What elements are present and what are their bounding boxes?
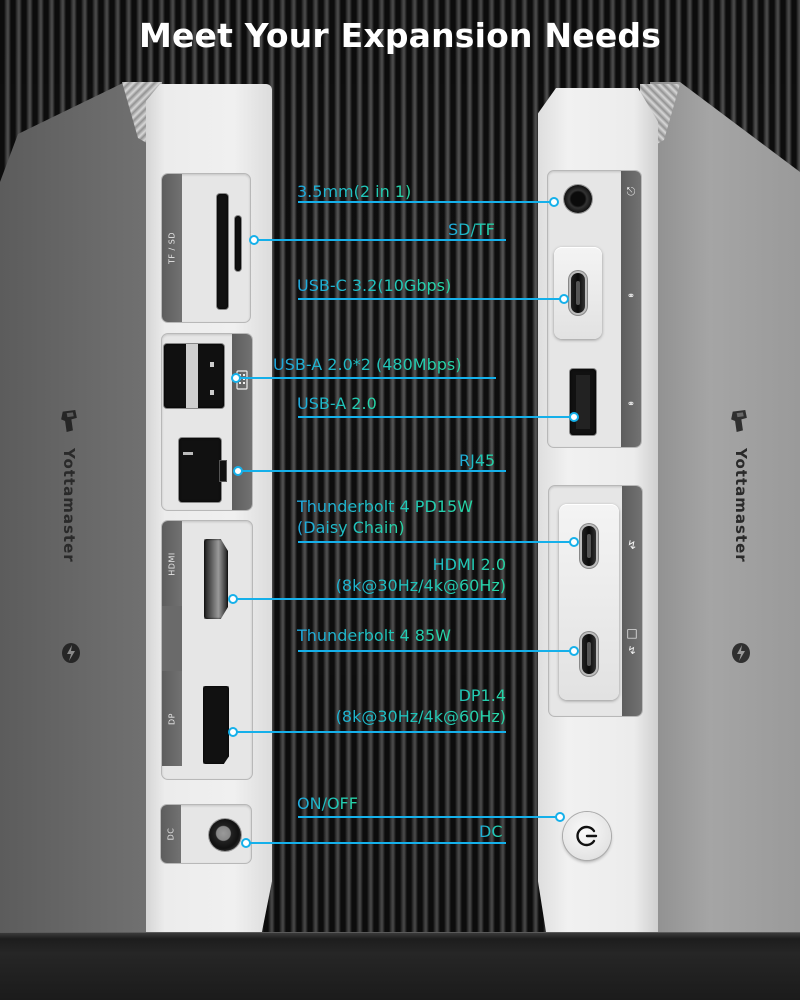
callout-usba-dual-dot [231,373,241,383]
hdmi-label: HDMI [167,551,177,576]
dp-tab: DP [162,671,182,766]
callout-hdmi-sublabel: (8k@30Hz/4k@60Hz) [296,576,506,595]
callout-usbc-label: USB-C 3.2(10Gbps) [297,276,452,295]
usb-keyboard-tab [232,334,252,510]
dc-panel-label: DC [166,827,176,841]
callout-dc-label: DC [479,822,503,841]
displayport-port[interactable] [203,686,229,764]
usb-c-10gbps-port[interactable] [571,273,585,313]
callout-tb4-pd15w-label: Thunderbolt 4 PD15W [297,497,473,516]
dp-label: DP [167,712,177,725]
callout-usba-dual-line [236,377,496,379]
thunderbolt-4-85w-port[interactable] [582,634,596,674]
callout-audio-dot [549,197,559,207]
callout-hdmi-line [233,598,506,600]
callout-dp-dot [228,727,238,737]
callout-dc-line [246,842,506,844]
callout-rj45-label: RJ45 [459,451,496,470]
callout-tb4-85w-label: Thunderbolt 4 85W [297,626,451,645]
thunderbolt-icons-tab: ↯ □ ↯ [622,486,642,716]
card-reader-tab: TF / SD [162,174,182,322]
audio-jack-port[interactable] [564,185,592,213]
right-device-side-panel [650,82,800,932]
thunderbolt-4-pd15w-port[interactable] [582,526,596,566]
callout-usba-line [298,416,574,418]
callout-hdmi-label: HDMI 2.0 [394,555,506,574]
left-device-side-panel [0,82,160,932]
power-icon [576,825,598,847]
callout-dp-line [233,731,506,733]
callout-usba-dual-label: USB-A 2.0*2 (480Mbps) [273,355,462,374]
usb-a-dual-port[interactable] [164,344,224,408]
callout-audio-label: 3.5mm(2 in 1) [297,182,412,201]
usb-a-port[interactable] [570,369,596,435]
card-reader-panel: TF / SD [161,173,251,323]
callout-audio-line [298,201,554,203]
headline: Meet Your Expansion Needs [138,16,662,55]
callout-rj45-line [238,470,506,472]
headset-icon: ⎋ [626,185,636,198]
callout-power-label: ON/OFF [297,794,358,813]
callout-tb4-pd15w-dot [569,537,579,547]
callout-usba-label: USB-A 2.0 [297,394,377,413]
hdmi-tab: HDMI [162,521,182,606]
port-icons-tab: ⎋ ⚭ ⚭ [621,171,641,447]
callout-dp-sublabel: (8k@30Hz/4k@60Hz) [296,707,506,726]
dc-power-jack[interactable] [209,819,241,851]
right-brand-block: Yottamaster [726,410,756,670]
dc-tab: DC [161,805,181,863]
floor-base [0,932,800,1000]
callout-sd-tf-label: SD/TF [448,220,495,239]
callout-power-dot [555,812,565,822]
callout-tb4-pd15w-sublabel: (Daisy Chain) [297,518,405,537]
left-brand-block: Yottamaster [56,410,86,670]
thunderbolt-certified-icon [732,643,750,663]
callout-power-line [298,816,560,818]
rj45-port[interactable] [179,438,227,502]
sd-card-slot[interactable] [217,194,228,309]
callout-sd-tf-dot [249,235,259,245]
callout-rj45-dot [233,466,243,476]
tf-card-slot[interactable] [235,216,241,271]
callout-dc-dot [241,838,251,848]
dc-panel: DC [160,804,252,864]
yottamaster-logo-icon [61,410,77,432]
usb-rj45-panel [161,333,253,511]
callout-usba-dot [569,412,579,422]
callout-sd-tf-line [254,239,506,241]
callout-dp-label: DP1.4 [394,686,506,705]
usb-c-raised-bezel [554,247,602,339]
callout-hdmi-dot [228,594,238,604]
callout-tb4-85w-dot [569,646,579,656]
video-out-panel: HDMI DP [161,520,253,780]
thunderbolt-certified-icon [62,643,80,663]
usb-10gbps-icon: ⚭ [626,399,636,410]
card-reader-label: TF / SD [167,231,177,265]
callout-usbc-line [298,298,564,300]
yottamaster-logo-icon [731,410,747,432]
thunderbolt-icon: ↯ [626,538,638,552]
callout-tb4-pd15w-line [298,541,574,543]
thunderbolt-panel: ↯ □ ↯ [548,485,643,717]
brand-wordmark: Yottamaster [732,448,750,563]
power-button[interactable] [563,812,611,860]
thunderbolt-display-icon: □ [626,626,638,640]
thunderbolt-raised-bezel [559,504,619,700]
callout-tb4-85w-line [298,650,574,652]
brand-wordmark: Yottamaster [60,448,78,563]
thunderbolt-icon: ↯ [627,644,637,657]
usb-10gbps-icon: ⚭ [626,291,636,302]
callout-usbc-dot [559,294,569,304]
hdmi-port[interactable] [204,539,228,619]
data-audio-panel: ⎋ ⚭ ⚭ [547,170,642,448]
